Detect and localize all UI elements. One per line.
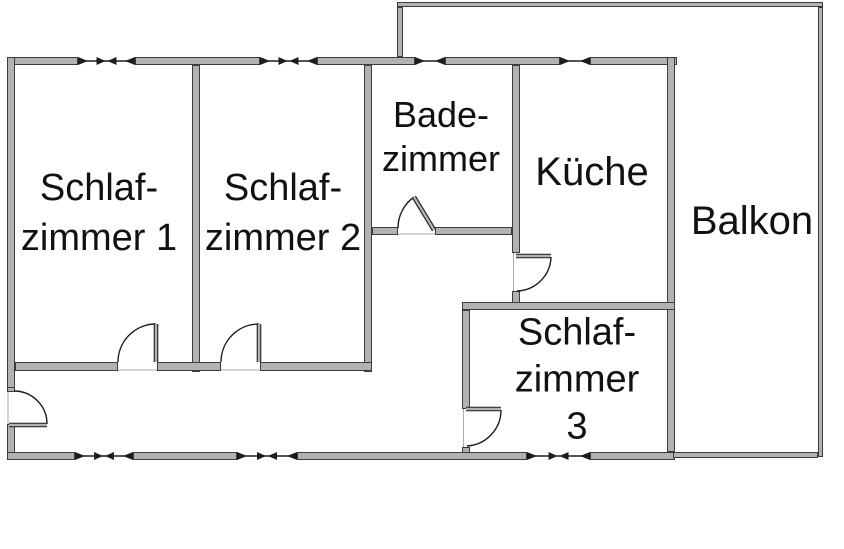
window-marker xyxy=(560,57,590,65)
room-label-schlafzimmer-1: Schlaf- zimmer 1 xyxy=(20,167,178,259)
door-arc-badezimmer xyxy=(397,195,436,235)
wall xyxy=(590,452,675,460)
wall xyxy=(135,57,260,65)
room-label-badezimmer: Bade- zimmer xyxy=(382,94,500,179)
wall xyxy=(297,452,527,460)
door-arc-kueche xyxy=(513,253,552,292)
room-label-schlafzimmer-3: Schlaf- zimmer 3 xyxy=(514,311,640,448)
wall xyxy=(445,57,560,65)
door-arc-schlafzimmer-2 xyxy=(220,323,262,371)
wall xyxy=(192,65,200,372)
door-arc-schlafzimmer-3 xyxy=(463,406,502,447)
door-arc-schlafzimmer-1 xyxy=(117,323,159,371)
wall xyxy=(7,387,15,392)
balcony-wall xyxy=(818,7,823,457)
wall xyxy=(372,227,398,235)
wall xyxy=(7,57,15,392)
balcony-wall xyxy=(397,2,823,7)
window-marker xyxy=(75,452,133,460)
window-marker xyxy=(415,57,445,65)
window-marker xyxy=(78,57,135,65)
wall xyxy=(7,57,78,65)
wall xyxy=(364,65,372,372)
wall xyxy=(157,362,221,371)
balcony-wall xyxy=(397,7,403,57)
room-label-schlafzimmer-2: Schlaf- zimmer 2 xyxy=(204,167,362,259)
wall xyxy=(15,362,118,371)
window-marker xyxy=(237,452,297,460)
room-label-kueche: Küche xyxy=(535,150,649,194)
wall xyxy=(133,452,237,460)
wall xyxy=(7,452,75,460)
window-marker xyxy=(260,57,317,65)
window-marker xyxy=(527,452,590,460)
wall xyxy=(462,302,675,310)
wall xyxy=(590,57,677,65)
door-arc-entrance xyxy=(7,390,48,428)
wall xyxy=(512,65,520,253)
balcony-wall xyxy=(673,452,818,458)
room-label-balkon: Balkon xyxy=(690,199,814,243)
wall xyxy=(260,362,372,371)
wall xyxy=(667,57,675,452)
wall xyxy=(435,227,512,235)
wall xyxy=(462,447,470,453)
wall xyxy=(462,310,470,409)
wall xyxy=(317,57,415,65)
